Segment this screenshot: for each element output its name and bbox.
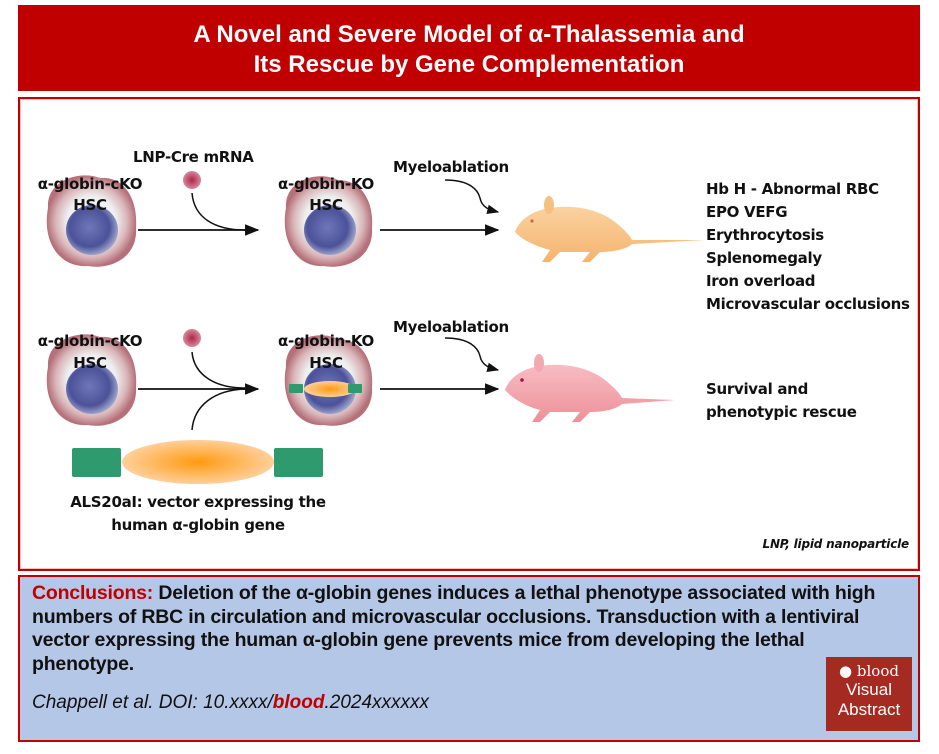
conclusions-box: Conclusions: Deletion of the α-globin ge… (18, 575, 920, 742)
cell1-top-label: α-globin-cKO (37, 175, 143, 193)
vector-ltr-left (289, 384, 303, 393)
citation-journal: blood (272, 692, 325, 713)
myeloablation-top-label: Myeloablation (393, 158, 509, 176)
vector-caption-line1: ALS20aI: vector expressing the (70, 493, 326, 511)
hsc-cell-ko-conditional-top (46, 175, 137, 267)
title-banner: A Novel and Severe Model of α-Thalassemi… (18, 5, 920, 91)
cell2-top-sub: HSC (309, 196, 343, 214)
vector-transgene-large (122, 440, 274, 484)
mouse-ko-icon (515, 196, 705, 262)
cell1-bottom-sub: HSC (73, 354, 107, 372)
lentiviral-vector-diagram (72, 440, 323, 484)
rescue-outcome-line2: phenotypic rescue (706, 403, 857, 421)
hsc-cell-ko-top (284, 176, 373, 267)
phenotype-item: Splenomegaly (706, 249, 822, 267)
cell1-top-sub: HSC (73, 196, 107, 214)
myeloablation-arrow-bottom (444, 337, 500, 373)
cell2-bottom-label: α-globin-KO (278, 332, 374, 350)
blood-drop-icon: ● (839, 662, 853, 680)
hsc-cell-transduced (284, 335, 373, 426)
ko-phenotype-list: Hb H - Abnormal RBC EPO VEFG Erythrocyto… (706, 178, 910, 316)
myeloablation-arrow-top (444, 179, 500, 215)
conclusions-body: Deletion of the α-globin genes induces a… (32, 582, 876, 675)
hsc-cell-ko-conditional-bottom (46, 334, 137, 426)
nucleus (66, 364, 118, 414)
vector-ltr-right-large (274, 448, 323, 477)
page-title: A Novel and Severe Model of α-Thalassemi… (18, 20, 920, 80)
phenotype-item: Iron overload (706, 272, 816, 290)
nucleus (304, 205, 356, 255)
blood-logo: ● blood (826, 662, 912, 680)
badge-line-2: Abstract (837, 700, 901, 719)
cell1-bottom-label: α-globin-cKO (37, 332, 143, 350)
phenotype-item: EPO VEFG (706, 203, 788, 221)
badge-line-1: Visual (846, 680, 892, 699)
phenotype-item: Erythrocytosis (706, 226, 824, 244)
title-line-1: A Novel and Severe Model of α-Thalassemi… (193, 21, 745, 48)
vector-caption-line2: human α-globin gene (111, 516, 285, 534)
lnp-curve-arrow-top (191, 192, 246, 231)
blood-visual-abstract-badge: ● blood Visual Abstract (826, 657, 912, 731)
nucleus (66, 205, 118, 255)
cell2-top-label: α-globin-KO (278, 175, 374, 193)
blood-logo-text: blood (856, 662, 899, 680)
phenotype-item: Microvascular occlusions (706, 295, 910, 313)
conclusions-heading: Conclusions: (32, 582, 154, 604)
myeloablation-bottom-label: Myeloablation (393, 318, 509, 336)
conclusions-text: Conclusions: Deletion of the α-globin ge… (32, 582, 902, 676)
vector-curve-arrow (191, 388, 246, 431)
vector-transgene (304, 381, 356, 397)
vector-ltr-left-large (72, 448, 121, 477)
phenotype-item: Hb H - Abnormal RBC (706, 180, 879, 198)
citation-prefix: Chappell et al. DOI: 10.xxxx/ (32, 692, 273, 713)
lnp-particle-bottom (183, 329, 201, 347)
citation: Chappell et al. DOI: 10.xxxx/blood.2024x… (32, 692, 429, 714)
lnp-cre-label: LNP-Cre mRNA (133, 148, 254, 166)
lnp-curve-arrow-bottom (191, 351, 246, 389)
cell2-bottom-sub: HSC (309, 354, 343, 372)
mouse-rescued-icon (505, 354, 675, 422)
citation-suffix: .2024xxxxxx (324, 692, 430, 713)
vector-ltr-right (348, 384, 362, 393)
rescue-outcome-line1: Survival and (706, 380, 809, 398)
diagram-panel (18, 97, 920, 571)
abbreviation-footnote: LNP, lipid nanoparticle (762, 537, 910, 551)
lnp-particle-top (183, 171, 201, 189)
title-line-2: Its Rescue by Gene Complementation (253, 51, 685, 78)
